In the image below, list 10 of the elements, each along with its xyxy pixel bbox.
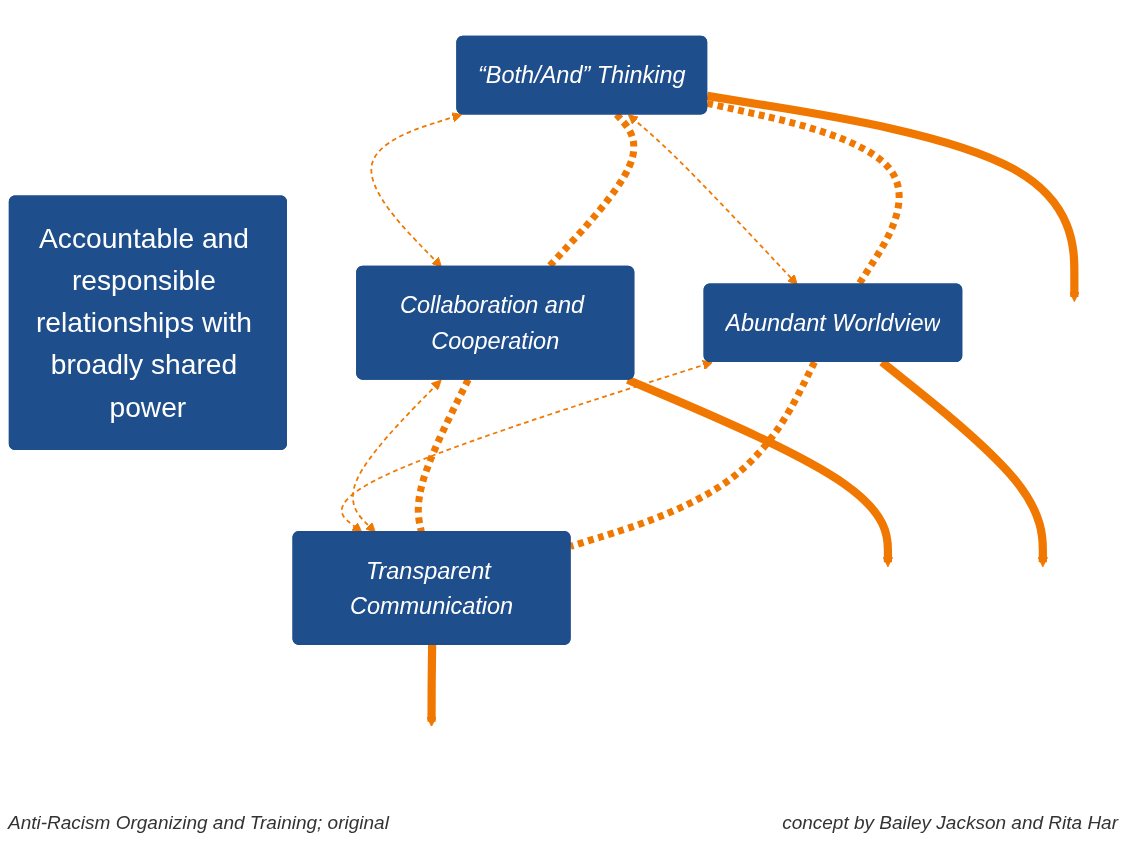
source-note: concept by Bailey Jackson and Rita Har: [782, 812, 1118, 834]
arrow: [426, 645, 437, 728]
connector: [414, 378, 472, 534]
arrow: [352, 380, 442, 534]
arrow: [627, 114, 798, 286]
arrow: [340, 360, 713, 534]
source-note: Anti-Racism Organizing and Training; original: [8, 812, 389, 834]
arrow: [370, 112, 463, 268]
arrow: [626, 376, 894, 568]
arrow: [706, 92, 1080, 303]
